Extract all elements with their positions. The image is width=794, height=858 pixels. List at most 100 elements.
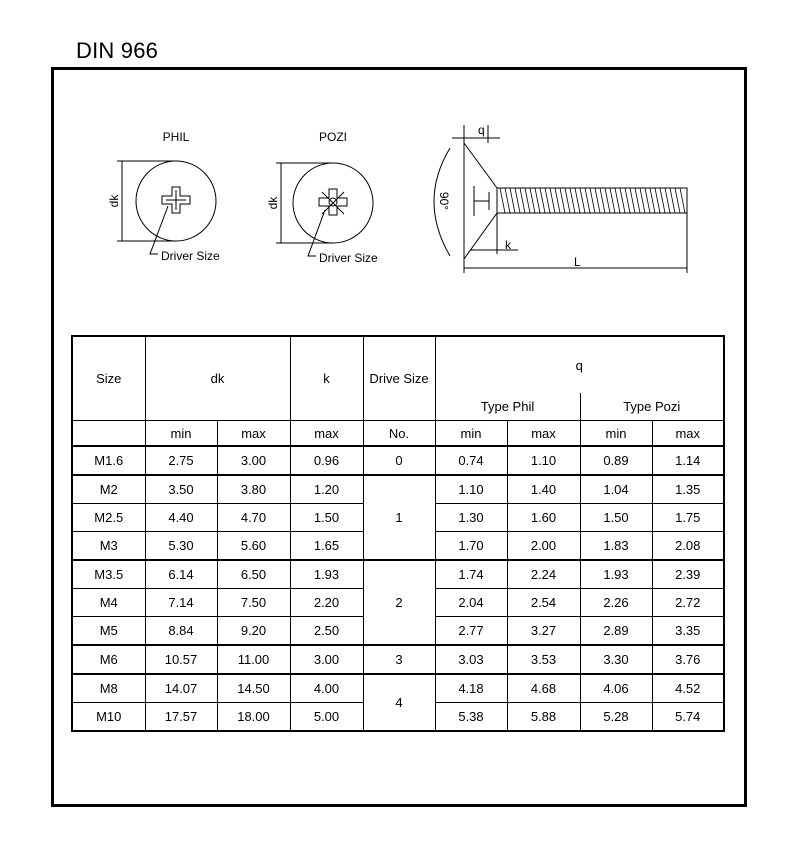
- cell-dk-min: 5.30: [144, 531, 218, 561]
- cell-size: M3: [71, 531, 146, 561]
- cell-q-pozi-max: 4.52: [651, 673, 725, 703]
- cell-q-phil-min: 1.74: [434, 559, 508, 589]
- screw-side-view: [463, 141, 688, 261]
- cell-q-pozi-min: 1.93: [579, 559, 653, 589]
- drive-size-cell: 4: [362, 673, 436, 732]
- cell-q-phil-max: 1.40: [506, 474, 581, 504]
- header-q-pozi-min: min: [579, 420, 653, 447]
- table-row: M1.6 2.75 3.00 0.96 0 0.74 1.10 0.89 1.1…: [71, 445, 725, 476]
- cell-q-pozi-max: 1.75: [651, 503, 725, 532]
- header-q: q: [434, 335, 725, 393]
- cell-q-phil-max: 2.54: [506, 588, 581, 617]
- table-row: M2 3.50 3.80 1.20 1 1.10 1.40 1.04 1.35: [71, 474, 725, 561]
- header-q-pozi-max: max: [651, 420, 725, 447]
- pozi-dk-label: dk: [266, 196, 280, 210]
- technical-drawing: PHIL POZI dk dk Driver Size Driver Size …: [107, 123, 688, 273]
- cell-q-phil-min: 2.04: [434, 588, 508, 617]
- drive-size-cell: 0: [362, 445, 436, 476]
- header-drive-size: Drive Size: [362, 335, 436, 421]
- cell-size: M8: [71, 673, 146, 703]
- angle-arc: [433, 147, 451, 257]
- cell-k-max: 1.93: [289, 559, 364, 589]
- header-size-spacer: [71, 420, 146, 447]
- cell-k-max: 3.00: [289, 644, 364, 675]
- pozi-label: POZI: [319, 130, 347, 144]
- cell-dk-max: 9.20: [216, 616, 291, 646]
- cell-q-pozi-max: 2.72: [651, 588, 725, 617]
- cell-q-pozi-max: 2.39: [651, 559, 725, 589]
- cell-k-max: 4.00: [289, 673, 364, 703]
- table-row: M6 10.57 11.00 3.00 3 3.03 3.53 3.30 3.7…: [71, 644, 725, 675]
- cell-q-pozi-min: 3.30: [579, 644, 653, 675]
- cell-q-phil-min: 2.77: [434, 616, 508, 646]
- phil-recess-icon: [161, 186, 191, 214]
- cell-q-phil-min: 1.70: [434, 531, 508, 561]
- table-row: M8 14.07 14.50 4.00 4 4.18 4.68 4.06 4.5…: [71, 673, 725, 732]
- cell-q-pozi-max: 1.35: [651, 474, 725, 504]
- drawing-frame: [51, 67, 747, 807]
- cell-dk-min: 2.75: [144, 445, 218, 476]
- cell-k-max: 0.96: [289, 445, 364, 476]
- cell-q-phil-max: 2.24: [506, 559, 581, 589]
- cell-q-phil-max: 1.10: [506, 445, 581, 476]
- cell-q-pozi-min: 1.04: [579, 474, 653, 504]
- cell-q-phil-max: 3.53: [506, 644, 581, 675]
- cell-q-pozi-min: 2.26: [579, 588, 653, 617]
- cell-size: M6: [71, 644, 146, 675]
- cell-k-max: 5.00: [289, 702, 364, 732]
- header-dk-max: max: [216, 420, 291, 447]
- table-row: M2.5 4.40 4.70 1.50 1.30 1.60 1.50 1.75: [71, 503, 725, 532]
- cell-q-pozi-min: 1.83: [579, 531, 653, 561]
- k-label: k: [505, 238, 512, 252]
- cell-q-pozi-min: 0.89: [579, 445, 653, 476]
- cell-dk-max: 14.50: [216, 673, 291, 703]
- length-label: L: [574, 255, 581, 269]
- cell-size: M3.5: [71, 559, 146, 589]
- cell-k-max: 2.20: [289, 588, 364, 617]
- cell-size: M1.6: [71, 445, 146, 476]
- header-dk: dk: [144, 335, 291, 421]
- cell-dk-max: 7.50: [216, 588, 291, 617]
- phil-dk-label: dk: [107, 194, 121, 208]
- cell-dk-min: 14.07: [144, 673, 218, 703]
- cell-q-pozi-max: 3.35: [651, 616, 725, 646]
- cell-q-pozi-min: 1.50: [579, 503, 653, 532]
- cell-q-pozi-min: 4.06: [579, 673, 653, 703]
- pozi-driver-size-label: Driver Size: [319, 251, 378, 265]
- drive-size-cell: 3: [362, 644, 436, 675]
- cell-size: M2: [71, 474, 146, 504]
- cell-q-phil-min: 4.18: [434, 673, 508, 703]
- cell-dk-min: 7.14: [144, 588, 218, 617]
- header-dk-min: min: [144, 420, 218, 447]
- cell-k-max: 1.65: [289, 531, 364, 561]
- cell-q-phil-min: 3.03: [434, 644, 508, 675]
- table-row: M4 7.14 7.50 2.20 2.04 2.54 2.26 2.72: [71, 588, 725, 617]
- cell-dk-max: 11.00: [216, 644, 291, 675]
- cell-size: M4: [71, 588, 146, 617]
- cell-q-pozi-max: 3.76: [651, 644, 725, 675]
- pozi-recess-icon: [318, 188, 348, 216]
- cell-dk-min: 6.14: [144, 559, 218, 589]
- header-size: Size: [71, 335, 146, 421]
- angle-label: 90°: [437, 192, 451, 210]
- header-drive-no: No.: [362, 420, 436, 447]
- cell-dk-min: 10.57: [144, 644, 218, 675]
- cell-dk-max: 3.00: [216, 445, 291, 476]
- cell-dk-min: 17.57: [144, 702, 218, 732]
- header-type-phil: Type Phil: [434, 393, 581, 421]
- phil-driver-size-label: Driver Size: [161, 249, 220, 263]
- cell-k-max: 1.50: [289, 503, 364, 532]
- cell-q-phil-max: 1.60: [506, 503, 581, 532]
- cell-k-max: 2.50: [289, 616, 364, 646]
- cell-q-phil-max: 2.00: [506, 531, 581, 561]
- header-k: k: [289, 335, 364, 421]
- cell-size: M5: [71, 616, 146, 646]
- header-k-max: max: [289, 420, 364, 447]
- page-title: DIN 966: [76, 38, 159, 63]
- table-row: M10 17.57 18.00 5.00 5.38 5.88 5.28 5.74: [71, 702, 725, 732]
- drive-size-cell: 2: [362, 559, 436, 646]
- dimensions-table: Size dk k Drive Size q Type Phil Type Po…: [71, 335, 725, 732]
- cell-dk-min: 3.50: [144, 474, 218, 504]
- cell-q-phil-min: 1.30: [434, 503, 508, 532]
- cell-dk-min: 4.40: [144, 503, 218, 532]
